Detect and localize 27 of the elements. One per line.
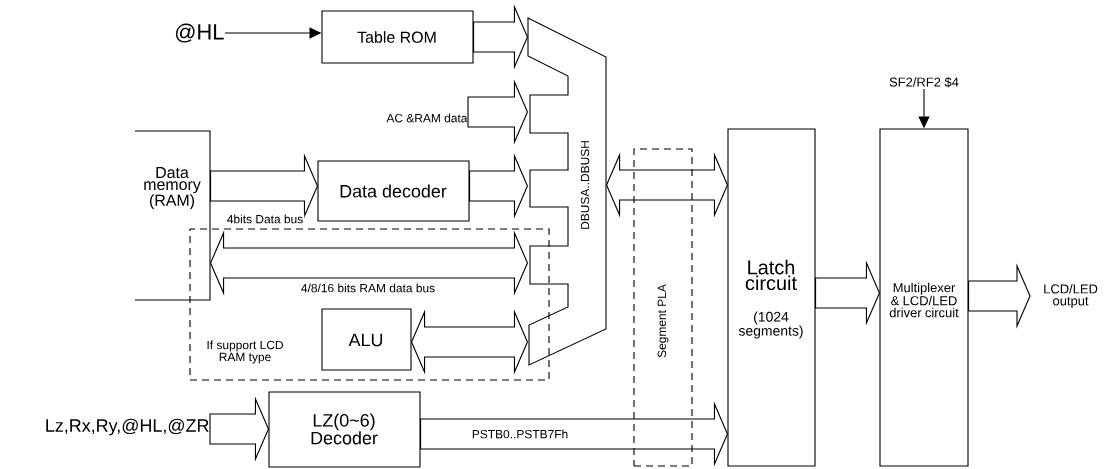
memory-block: Data memory (RAM)	[134, 130, 211, 301]
process-box: ALU	[321, 308, 412, 371]
text-label: SF2/RF2 $4	[889, 76, 959, 88]
edge-label: PSTB0..PSTB7Fh	[470, 428, 570, 440]
block-arrow	[209, 396, 270, 462]
block-arrow	[968, 263, 1031, 329]
block-arrow	[410, 309, 529, 375]
text-label: @HL	[175, 23, 224, 43]
block-arrow	[469, 153, 529, 219]
block-arrow	[420, 401, 729, 467]
process-box: Multiplexer & LCD/LED driver circuit	[879, 128, 969, 467]
block-arrow	[605, 152, 729, 218]
text-label: Lz,Rx,Ry,@HL,@ZR	[46, 418, 209, 436]
dashed-region: Segment PLA	[633, 148, 693, 467]
edge-label: 4/8/16 bits RAM data bus	[299, 282, 437, 294]
block-arrow	[210, 153, 319, 219]
process-box: Latch circuit (1024 segments)	[727, 128, 816, 467]
block-arrow	[815, 260, 881, 326]
block-arrow	[473, 4, 529, 70]
block-arrow	[209, 230, 529, 296]
block-arrow	[467, 79, 529, 145]
process-box: LZ(0~6) Decoder	[268, 391, 421, 468]
edge-label: 4bits Data bus	[225, 213, 305, 225]
process-box: Data decoder	[317, 160, 470, 222]
text-label: LCD/LED output	[1044, 283, 1098, 308]
process-box: Table ROM	[321, 10, 474, 64]
text-label: AC &RAM data	[386, 113, 468, 123]
